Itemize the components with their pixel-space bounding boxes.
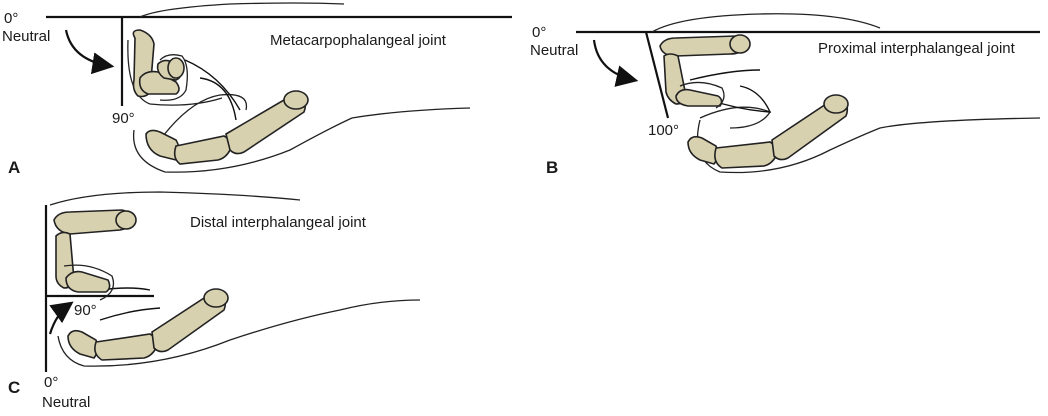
panel-a-thumb (145, 90, 309, 165)
panel-b-flexed-line (644, 31, 670, 119)
panel-c-motion-arrow (48, 301, 74, 335)
panel-c-neutral-label: Neutral (42, 394, 91, 411)
panel-c-letter: C (8, 378, 21, 397)
panel-c-hand-outline (49, 191, 421, 367)
panel-b-drawing (576, 13, 1041, 174)
panel-c-start-angle: 0° (44, 374, 59, 391)
panel-b-letter: B (546, 158, 559, 177)
panel-b-joint-label: Proximal interphalangeal joint (818, 40, 1015, 57)
panel-b-flexed-finger (659, 34, 751, 109)
panel-b-palm-creases (689, 69, 772, 113)
panel-a-palm-creases (184, 59, 241, 121)
panel-c-flexed-finger (53, 209, 137, 301)
panel-a-flexed-finger (132, 29, 188, 101)
panel-c-palm-creases (99, 287, 161, 321)
panel-a-joint-label: Metacarpophalangeal joint (270, 32, 446, 49)
panel-a-neutral-label: Neutral (2, 28, 51, 45)
panel-c-drawing (44, 191, 421, 372)
panel-c-joint-label: Distal interphalangeal joint (190, 214, 366, 231)
panel-a-drawing (46, 2, 512, 173)
panel-a-end-angle: 90° (112, 110, 135, 127)
panel-a-letter: A (8, 158, 21, 177)
panel-a-hand-outline (127, 2, 471, 173)
panel-b-end-angle: 100° (648, 122, 680, 139)
panel-a-motion-arrow (64, 29, 115, 75)
panel-b-neutral-label: Neutral (530, 42, 579, 59)
panel-b-start-angle: 0° (532, 24, 547, 41)
panel-c-end-angle: 90° (74, 302, 97, 319)
panel-c-thumb (67, 288, 229, 361)
panel-a-start-angle: 0° (4, 10, 19, 27)
panel-b-thumb (687, 94, 849, 169)
panel-b-motion-arrow (592, 39, 639, 87)
